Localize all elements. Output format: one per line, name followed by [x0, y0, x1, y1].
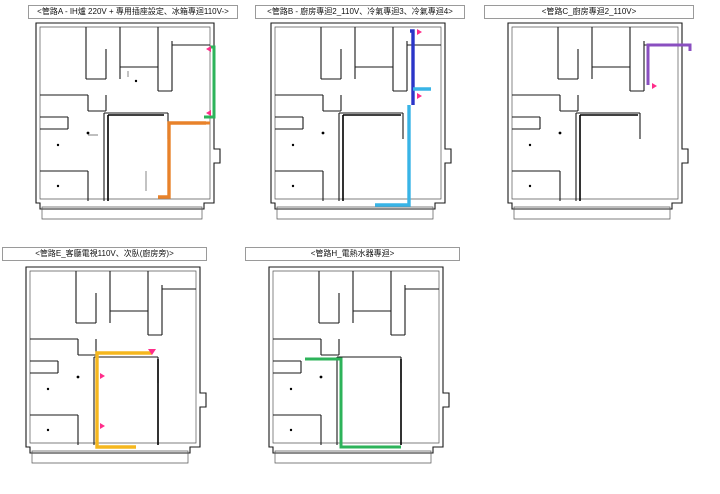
panel-c-caption: <管路C_廚房專迴2_110V>: [484, 5, 694, 19]
panel-e: <管路E_客廳電視110V、次臥(廚房旁)>: [2, 247, 217, 472]
panel-a: <管路A - IH爐 220V + 專用插座設定、冰箱專迴110V->: [28, 5, 238, 230]
floor-plan-a: [35, 22, 221, 220]
conduit-yellow: [95, 351, 152, 449]
conduit-green: [204, 45, 216, 119]
conduit-orange: [158, 121, 210, 199]
outlet-markers: [100, 349, 156, 429]
outlet-markers: [206, 46, 211, 116]
conduit-purple: [646, 43, 692, 85]
floor-plan-walls: [35, 22, 221, 220]
outlet-markers: [417, 29, 422, 99]
floor-plan-c: [507, 22, 692, 220]
floor-plan-e: [25, 266, 207, 464]
outlet-markers: [652, 83, 657, 89]
panel-e-caption: <管路E_客廳電視110V、次臥(廚房旁)>: [2, 247, 207, 261]
panel-a-caption: <管路A - IH爐 220V + 專用插座設定、冰箱專迴110V->: [28, 5, 238, 19]
floor-plan-walls: [507, 22, 689, 220]
floor-plan-walls: [270, 22, 452, 220]
conduit-green: [305, 357, 401, 449]
conduit-blue-light: [375, 87, 431, 207]
panel-h: <管路H_電熱水器專迴>: [245, 247, 460, 472]
conduit-blue-dark: [410, 29, 415, 105]
panel-b: <管路B - 廚房專迴2_110V、冷氣專迴3、冷氣專迴4>: [255, 5, 465, 230]
panel-c: <管路C_廚房專迴2_110V>: [484, 5, 694, 230]
floor-plan-b: [270, 22, 452, 220]
panel-b-caption: <管路B - 廚房專迴2_110V、冷氣專迴3、冷氣專迴4>: [255, 5, 465, 19]
floor-plan-h: [268, 266, 450, 464]
floor-plan-walls: [268, 266, 450, 464]
panel-h-caption: <管路H_電熱水器專迴>: [245, 247, 460, 261]
floor-plan-walls: [25, 266, 207, 464]
